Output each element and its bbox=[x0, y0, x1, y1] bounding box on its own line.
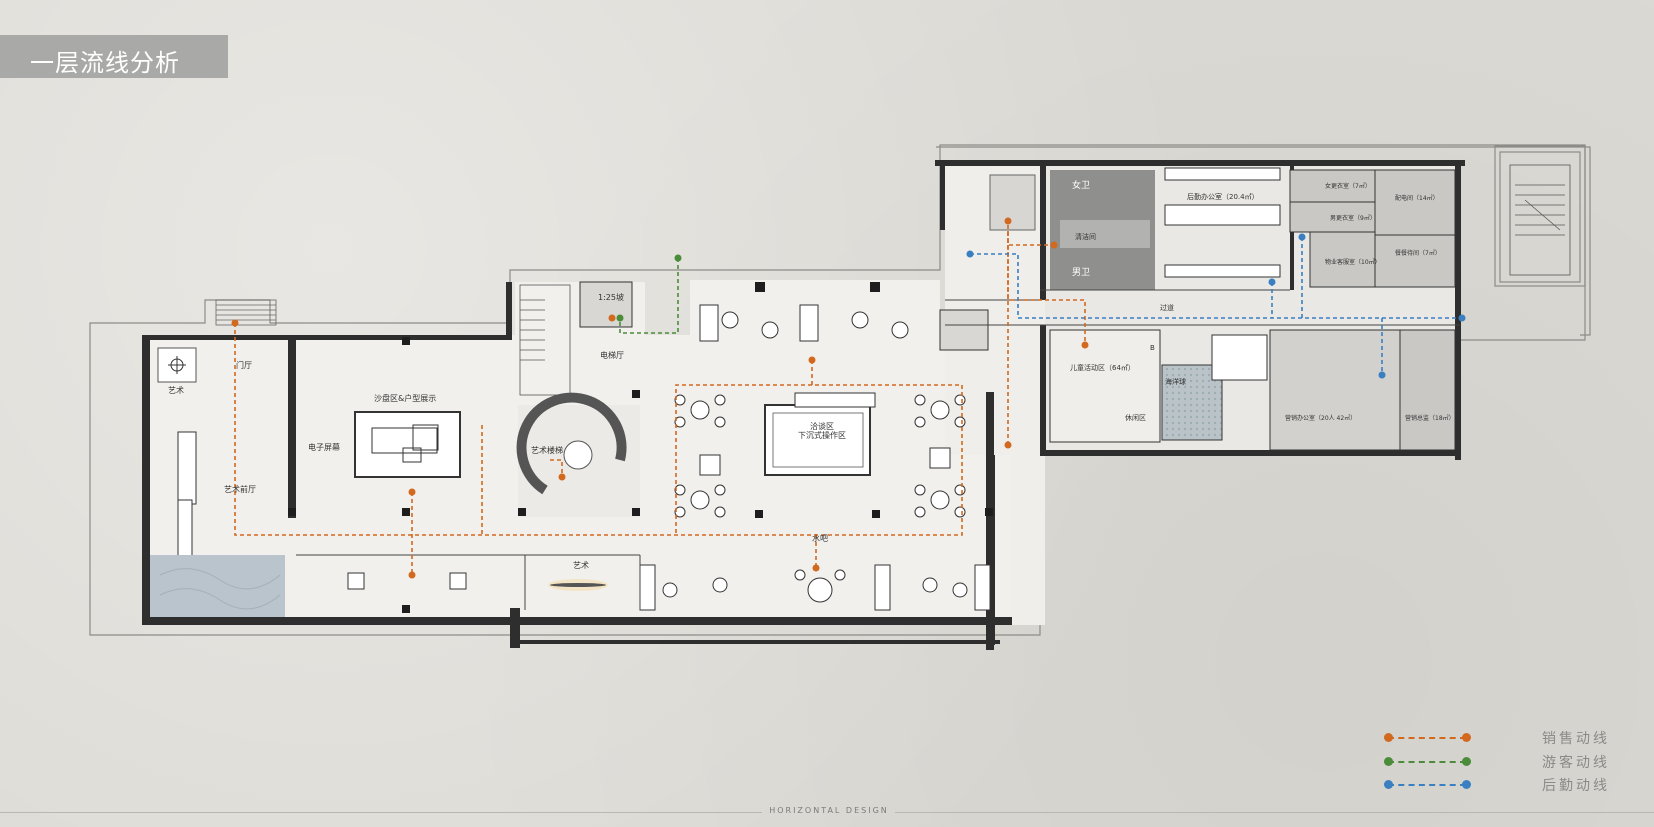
room-labels: 艺术 门厅 艺术前厅 电子屏幕 沙盘区&户型展示 电梯厅 艺术楼梯 洽谈区 下沉… bbox=[168, 179, 1455, 570]
label-sandtable: 沙盘区&户型展示 bbox=[374, 393, 436, 403]
label-art: 艺术 bbox=[168, 385, 184, 395]
label-corridor: 过道 bbox=[1160, 303, 1174, 312]
washrooms bbox=[989, 170, 1155, 290]
label-female-locker: 女更衣室（7㎡） bbox=[1325, 182, 1371, 190]
legend: 销售动线 游客动线 后勤动线 bbox=[1380, 728, 1620, 798]
furniture-clusters bbox=[177, 304, 1100, 611]
label-art-stair: 艺术楼梯 bbox=[531, 445, 563, 455]
label-power-room: 配电间（14㎡） bbox=[1395, 194, 1439, 202]
staircase-left bbox=[519, 284, 571, 396]
legend-dot-start bbox=[1384, 780, 1393, 789]
legend-label-logistics: 后勤动线 bbox=[1542, 778, 1610, 794]
entrance-steps bbox=[215, 299, 277, 326]
legend-item-visitor: 游客动线 bbox=[1380, 752, 1620, 772]
label-sales-office: 营销办公室（20人 42㎡） bbox=[1285, 414, 1356, 422]
interior-lines bbox=[296, 289, 1460, 610]
label-entrance: 门厅 bbox=[236, 360, 252, 370]
label-women-wc: 女卫 bbox=[1072, 179, 1090, 191]
water-feature bbox=[150, 555, 285, 617]
art-pieces bbox=[157, 347, 608, 591]
label-art2: 艺术 bbox=[573, 560, 589, 570]
label-bar: 水吧 bbox=[812, 533, 828, 543]
legend-item-sales: 销售动线 bbox=[1380, 728, 1620, 748]
label-sales-manager: 营销总监（18㎡） bbox=[1405, 414, 1455, 422]
footer-brand: HORIZONTAL DESIGN bbox=[769, 806, 889, 815]
label-sunken-ops: 下沉式操作区 bbox=[798, 430, 846, 440]
legend-dot-start bbox=[1384, 757, 1393, 766]
legend-label-visitor: 游客动线 bbox=[1542, 755, 1610, 771]
legend-dot-end bbox=[1462, 780, 1471, 789]
label-ramp-b: B bbox=[1150, 344, 1155, 352]
title-banner: 一层流线分析 bbox=[0, 35, 228, 78]
legend-item-logistics: 后勤动线 bbox=[1380, 775, 1620, 795]
legend-dot-end bbox=[1462, 757, 1471, 766]
label-clean: 清洁间 bbox=[1075, 232, 1096, 241]
logistics-route bbox=[970, 237, 1462, 375]
label-art-foyer: 艺术前厅 bbox=[224, 484, 256, 494]
label-ramp: 1:25坡 bbox=[598, 292, 624, 302]
label-kids: 儿童活动区（64㎡） bbox=[1070, 363, 1135, 372]
sales-route-dots bbox=[231, 217, 1089, 579]
kids-area bbox=[1049, 329, 1268, 443]
sales-route bbox=[234, 218, 1086, 575]
label-ocean: 海洋球 bbox=[1165, 377, 1186, 386]
negotiation-table bbox=[764, 392, 876, 476]
legend-line-logistics bbox=[1388, 784, 1466, 786]
legend-label-sales: 销售动线 bbox=[1542, 731, 1610, 747]
sand-table bbox=[354, 411, 461, 478]
label-property-wait: 物业客服室（10㎡） bbox=[1325, 258, 1381, 266]
legend-line-sales bbox=[1388, 737, 1466, 739]
label-dining-room: 餐餐待间（7㎡） bbox=[1395, 249, 1441, 257]
label-negotiation: 洽谈区 bbox=[810, 421, 834, 431]
footer-rule-left bbox=[0, 812, 762, 813]
staircase-right bbox=[1509, 164, 1571, 276]
label-back-office: 后勤办公室（20.4㎡） bbox=[1187, 192, 1259, 201]
page-title: 一层流线分析 bbox=[30, 49, 180, 77]
label-elevator-hall: 电梯厅 bbox=[600, 350, 624, 360]
visitor-route-dots bbox=[616, 254, 682, 322]
label-male-locker: 男更衣室（9㎡） bbox=[1330, 214, 1376, 222]
spiral-stair bbox=[516, 392, 640, 517]
service-rooms bbox=[1269, 169, 1456, 451]
legend-line-visitor bbox=[1388, 761, 1466, 763]
label-screen: 电子屏幕 bbox=[308, 442, 340, 452]
elevators bbox=[579, 281, 989, 351]
legend-dot-start bbox=[1384, 733, 1393, 742]
legend-dot-end bbox=[1462, 733, 1471, 742]
footer-rule-right bbox=[895, 812, 1654, 813]
label-men-wc: 男卫 bbox=[1072, 267, 1090, 278]
columns bbox=[288, 282, 993, 613]
logistics-route-dots bbox=[966, 233, 1466, 379]
visitor-route bbox=[619, 258, 679, 334]
label-rest: 休闲区 bbox=[1125, 413, 1146, 422]
